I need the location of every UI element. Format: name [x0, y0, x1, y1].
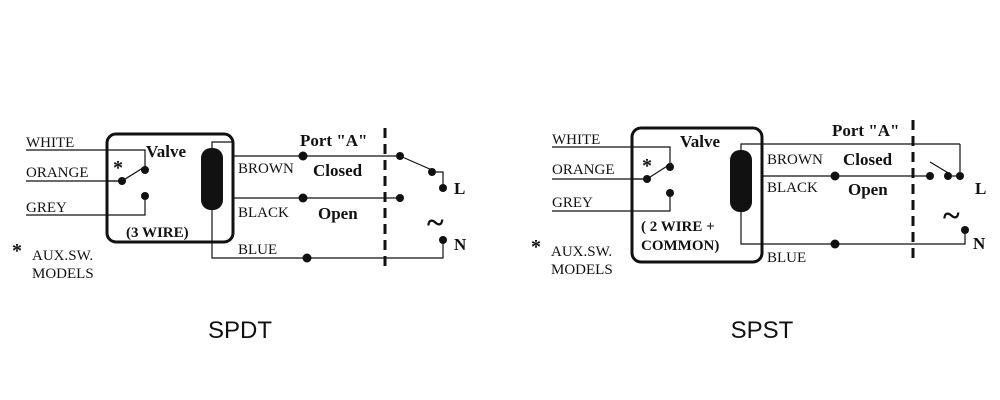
spdt-valve-label: Valve: [146, 142, 186, 161]
spdt-selector-blade: [399, 155, 433, 171]
spdt-diagram: WHITE ORANGE GREY Valve * (3 WIRE) BROWN…: [12, 128, 467, 344]
spdt-aux-note-line1: AUX.SW.: [32, 248, 93, 264]
spdt-grey-label: GREY: [26, 200, 67, 216]
spst-wire-type-line2: COMMON): [641, 238, 719, 254]
spdt-aux-white-path: [112, 149, 146, 166]
spdt-black-label: BLACK: [238, 205, 289, 221]
spst-orange-label: ORANGE: [552, 162, 615, 178]
spdt-white-label: WHITE: [26, 135, 74, 151]
spst-grey-label: GREY: [552, 195, 593, 211]
spst-black-label: BLACK: [767, 180, 818, 196]
spst-open-label: Open: [848, 180, 888, 199]
spst-switch-contact: [926, 172, 934, 180]
spdt-ac-symbol: ~: [427, 204, 444, 240]
spdt-coil-bottom-lead: [211, 210, 233, 259]
spst-wire-type-line1: ( 2 WIRE +: [641, 219, 715, 235]
spdt-line-terminal: [439, 184, 447, 192]
spst-neutral-line: [835, 234, 966, 245]
spdt-neutral-terminal: [439, 236, 447, 244]
spdt-open-label: Open: [318, 204, 358, 223]
spdt-asterisk: *: [113, 157, 123, 179]
spst-line-terminal: [956, 172, 964, 180]
spst-ac-symbol: ~: [943, 197, 960, 233]
spdt-blue-label: BLUE: [238, 242, 277, 258]
spdt-brown-label: BROWN: [238, 161, 294, 177]
spst-line-label: L: [975, 179, 986, 198]
spdt-coil-top-lead: [211, 141, 233, 148]
spst-aux-grey-path: [636, 197, 671, 212]
spst-aux-white-path: [636, 146, 671, 163]
spst-aux-asterisk: *: [531, 236, 541, 258]
spst-caption: SPST: [731, 317, 794, 344]
spst-closed-label: Closed: [843, 150, 893, 169]
spst-valve-box: [630, 126, 764, 264]
spst-aux-contact-top: [666, 163, 674, 171]
spdt-aux-asterisk: *: [12, 240, 22, 262]
spst-coil-top-lead: [740, 143, 762, 150]
spst-coil-bottom-lead: [740, 212, 762, 245]
spst-solenoid-coil: [730, 150, 752, 212]
spdt-aux-grey-path: [112, 200, 146, 216]
spdt-aux-contact-top: [141, 166, 149, 174]
spst-port-label: Port "A": [832, 121, 900, 140]
spst-blue-label: BLUE: [767, 250, 806, 266]
spdt-solenoid-coil: [201, 148, 223, 210]
spst-diagram: WHITE ORANGE GREY Valve * ( 2 WIRE + COM…: [531, 120, 986, 344]
spdt-selector-contact-open: [396, 194, 404, 202]
spst-neutral-label: N: [973, 234, 986, 253]
spst-switch-blade: [929, 161, 951, 175]
spdt-wire-type: (3 WIRE): [126, 225, 189, 241]
spst-aux-note-line2: MODELS: [551, 262, 613, 278]
spst-neutral-terminal: [961, 226, 969, 234]
spst-valve-label: Valve: [680, 132, 720, 151]
spst-brown-label: BROWN: [767, 152, 823, 168]
spdt-neutral-label: N: [454, 235, 467, 254]
spst-aux-note-line1: AUX.SW.: [551, 244, 612, 260]
spdt-neutral-line: [307, 244, 444, 259]
spdt-line-lead: [432, 171, 444, 186]
spdt-aux-contact-bottom: [141, 192, 149, 200]
spdt-caption: SPDT: [208, 317, 272, 344]
spdt-line-label: L: [454, 179, 465, 198]
spdt-valve-box: [105, 132, 235, 244]
spdt-port-label: Port "A": [300, 131, 368, 150]
spdt-orange-label: ORANGE: [26, 165, 89, 181]
spst-white-label: WHITE: [552, 132, 600, 148]
spst-aux-contact-bottom: [666, 189, 674, 197]
spdt-aux-note-line2: MODELS: [32, 266, 94, 282]
spst-asterisk: *: [642, 155, 652, 177]
spdt-closed-label: Closed: [313, 161, 363, 180]
